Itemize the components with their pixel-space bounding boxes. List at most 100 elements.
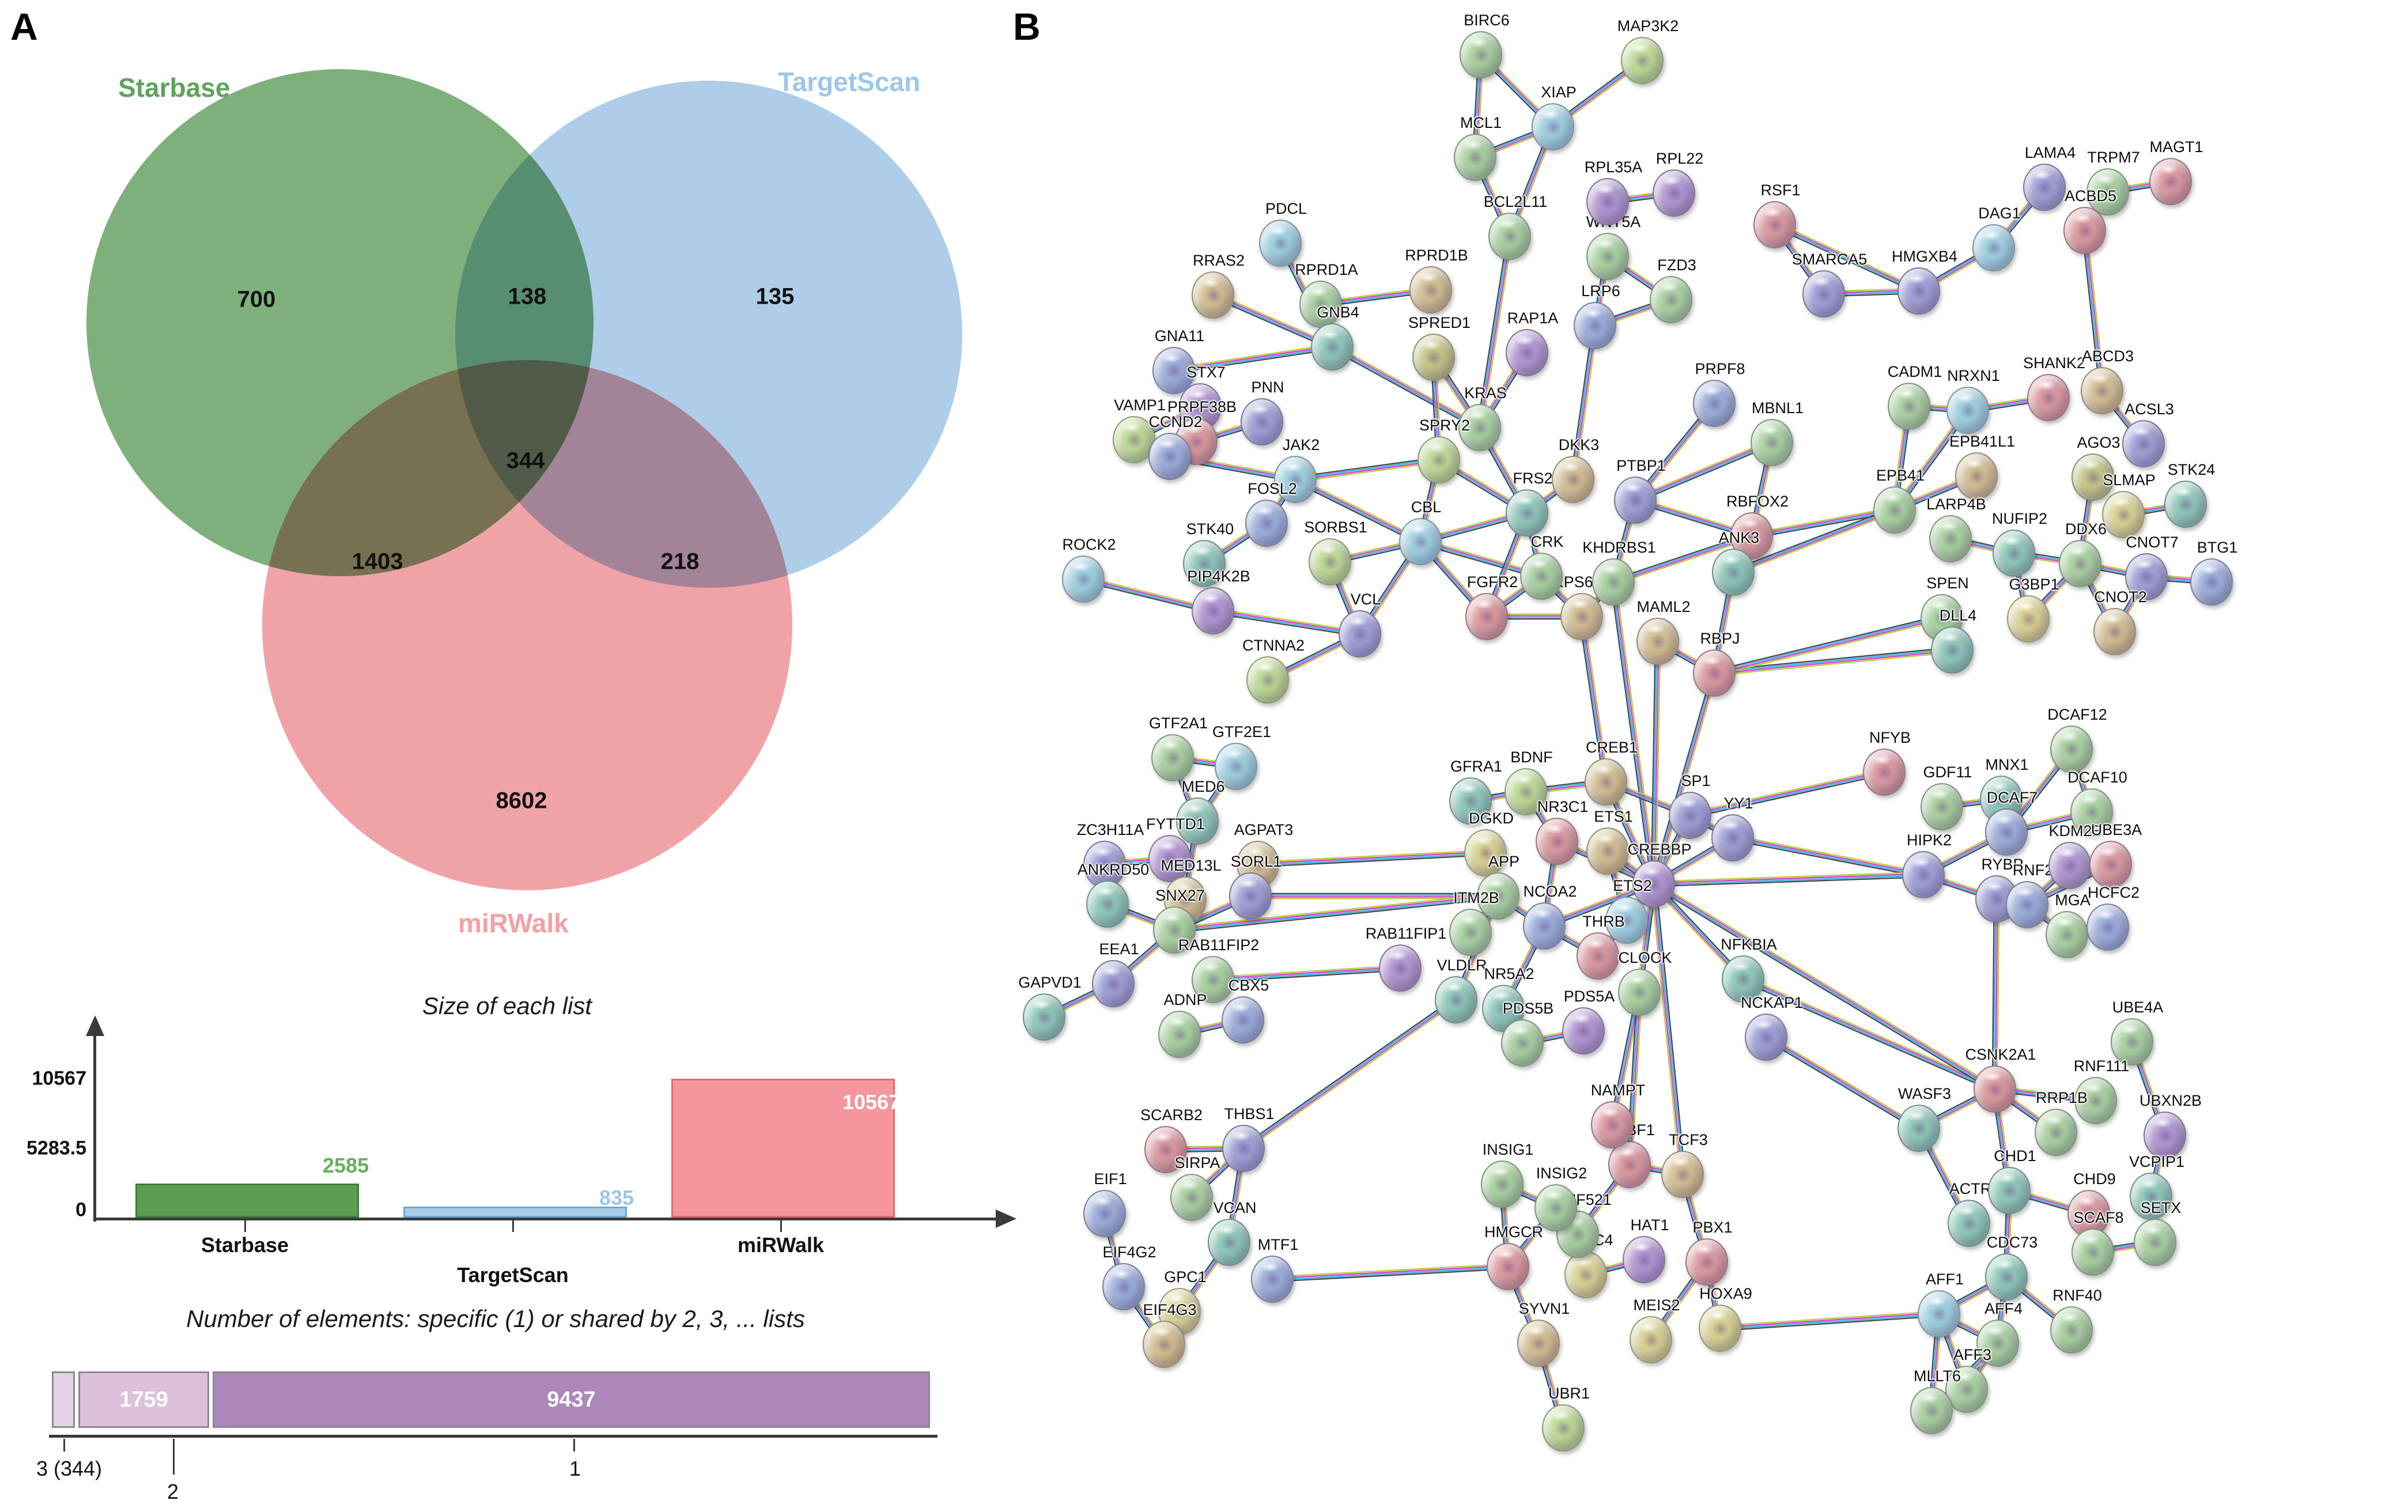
network-edge [1613,581,1655,884]
venn-set-label-starbase: Starbase [118,73,230,103]
network-node-label: DAG1 [1978,205,2021,222]
network-node-AGO3 [2071,453,2114,501]
panel-b-label: B [1013,5,1041,48]
network-edge [1630,992,1641,1165]
network-node-CBL [1399,518,1442,565]
network-node-RAB11FIP1 [1379,944,1422,992]
network-edge [1655,883,1686,1174]
network-node-label: INSIG1 [1482,1141,1534,1158]
network-node-label: VCPIP1 [2129,1153,2185,1170]
network-node-label: FYTTD1 [1146,815,1205,833]
network-node-label: SNX27 [1155,887,1205,904]
network-node-G3BP1 [2007,595,2050,642]
network-node-label: RSF1 [1760,182,1801,199]
network-edge [1296,477,1422,540]
panel-a-label: A [10,5,38,48]
network-node-SYVN1 [1517,1320,1560,1367]
network-edge [1580,617,1606,783]
network-edge [1734,511,1896,576]
network-node-ROCK2 [1062,555,1105,603]
network-edge [1083,576,1214,610]
network-node-EEA1 [1092,960,1135,1007]
network-node-RNF40 [2050,1306,2093,1354]
network-node-DDX6 [2059,540,2101,587]
network-node-ETS2 [1605,897,1648,944]
network-node-label: DDX6 [2065,520,2107,538]
network-node-CLOCK [1618,969,1661,1016]
network-node-CREBBP [1632,860,1675,908]
network-node-FOSL2 [1245,500,1288,547]
network-node-label: SORBS1 [1304,519,1367,536]
network-node-CREB1 [1585,758,1627,806]
network-node-label: SP1 [1681,772,1711,789]
stacked-segment-3: 9437 [213,1371,930,1428]
x-axis-arrow [996,1209,1016,1228]
network-node-label: MAGT1 [2149,138,2203,156]
network-node-label: GTF2E1 [1212,723,1272,740]
network-node-label: MCL1 [1460,114,1502,131]
network-node-CDC73 [1985,1253,2028,1301]
network-node-DKK3 [1552,456,1594,503]
network-node-GNA11 [1152,347,1195,394]
network-node-label: GNB4 [1317,304,1359,321]
network-node-SPRED1 [1412,334,1455,381]
network-edge [2081,230,2101,391]
y-tick-mid: 5283.5 [27,1137,86,1159]
network-node-EIF4G3 [1143,1321,1185,1368]
network-edge [1732,838,1923,876]
venn-value-starbase-mirwalk: 1403 [351,549,403,574]
network-edge [1213,607,1360,633]
network-edge [1733,834,1925,874]
network-node-label: NUFIP2 [1991,510,2048,527]
network-node-label: BIRC6 [1464,12,1510,29]
network-node-PDCL [1259,220,1302,267]
network-node-label: CTNNA2 [1242,637,1305,654]
network-node-RAB11FIP2 [1192,956,1234,1003]
network-edge [1774,225,1919,293]
venn-value-mirwalk-only: 8602 [496,788,547,814]
network-node-BCL2L11 [1488,213,1531,260]
network-node-MLLT6 [1910,1387,1953,1434]
network-edge [1613,536,1752,584]
network-node-LAMA4 [2023,164,2066,211]
network-edge [1174,897,1499,933]
network-edge [1173,343,1332,369]
network-node-label: ITM2B [1453,889,1499,906]
network-edge [1258,854,1486,868]
network-node-HOXA9 [1699,1305,1741,1352]
network-node-label: FGFR2 [1466,573,1518,591]
network-node-label: DCAF7 [1986,789,2038,806]
network-node-NUFIP2 [1993,530,2035,577]
network-edge [1650,884,1681,1175]
network-node-label: ETS2 [1613,877,1652,894]
network-node-label: NAMPT [1590,1082,1646,1099]
network-node-label: BDNF [1510,749,1553,766]
network-node-label: LARP4B [1926,496,1986,513]
network-edge [1714,650,1953,675]
network-node-CNOT2 [2093,608,2136,655]
network-node-label: ZC3H11A [1076,821,1144,838]
network-node-SPRY2 [1417,436,1460,483]
network-edge [1652,641,1658,884]
network-node-label: EIF1 [1094,1170,1127,1188]
network-node-label: CHD1 [1994,1147,2036,1165]
network-node-label: FZD3 [1657,256,1696,274]
network-node-label: ACSL3 [2125,400,2174,418]
network-node-label: PIP4K2B [1187,568,1250,585]
network-edge [1689,769,1884,814]
network-node-DLL4 [1931,626,1974,674]
network-edge [1653,873,1923,884]
network-node-label: RRAS2 [1192,252,1245,269]
network-node-label: NFYB [1869,729,1911,746]
network-edge [1652,884,1683,1175]
network-edge [1650,641,1657,884]
network-node-PDS5A [1562,1007,1605,1054]
venn-set-label-mirwalk: miRWalk [458,908,569,938]
network-node-CTNNA2 [1246,656,1289,704]
network-node-PRPF8 [1693,380,1736,427]
network-node-label: BCL2L11 [1483,193,1548,210]
network-node-EIF1 [1083,1190,1126,1237]
network-node-PDS5B [1501,1019,1544,1067]
bar-value-starbase: 2585 [323,1154,369,1177]
network-edge [1719,1310,1939,1327]
